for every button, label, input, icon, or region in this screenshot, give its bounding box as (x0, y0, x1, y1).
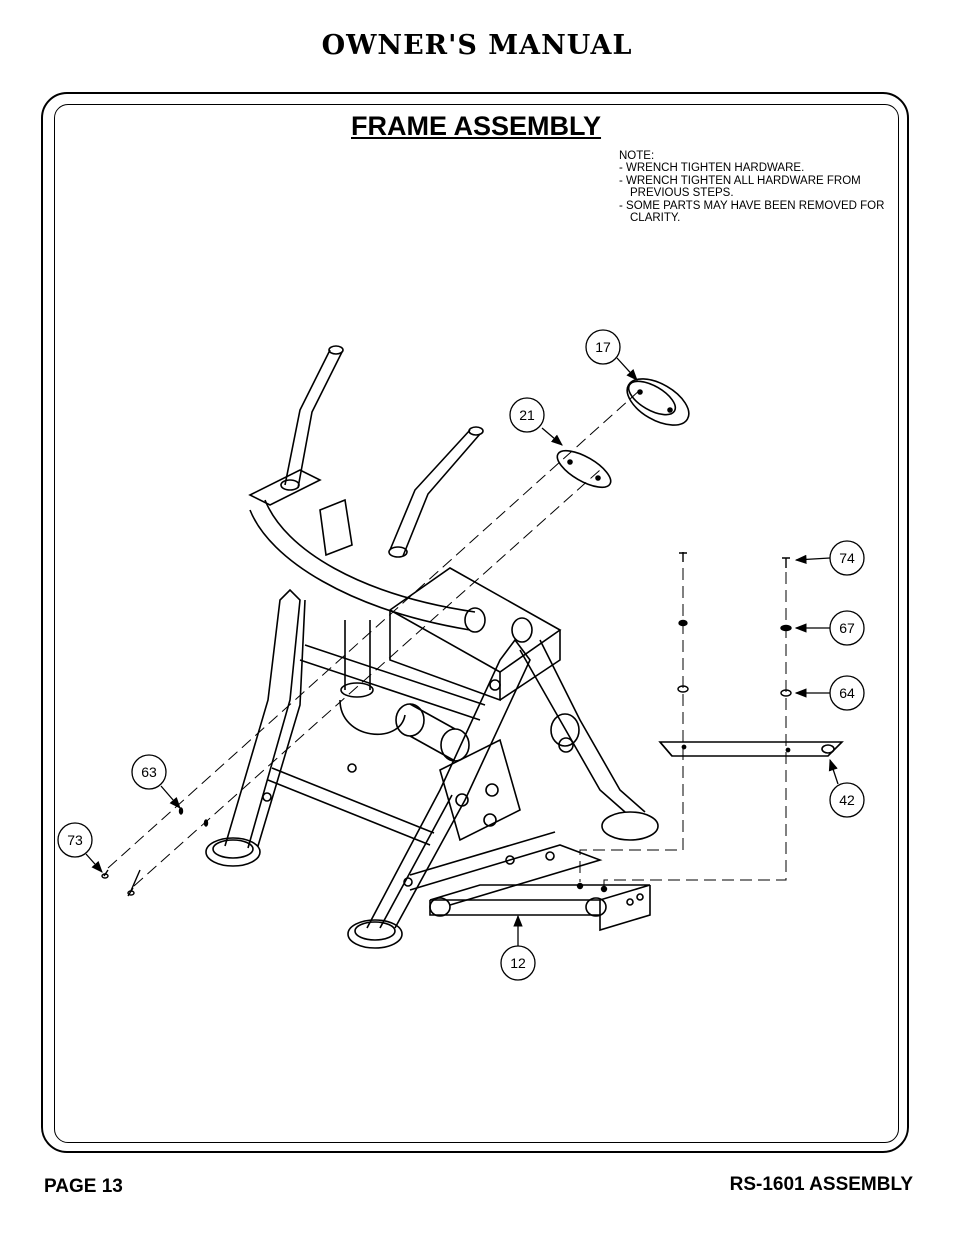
callout-63 (131, 754, 167, 790)
callout-label: 67 (839, 620, 855, 636)
callout-17 (585, 329, 621, 365)
callout-42 (829, 782, 865, 818)
end-cap-parts (556, 378, 690, 489)
callout-73 (57, 822, 93, 858)
page-header-title: OWNER'S MANUAL (321, 30, 633, 61)
note-heading: NOTE: (619, 150, 655, 162)
callout-bubbles (57, 329, 865, 981)
hardware-stack (101, 552, 792, 897)
section-title: FRAME ASSEMBLY (351, 111, 602, 141)
outer-border (41, 92, 909, 1153)
callout-label: 42 (839, 792, 855, 808)
mounting-plate-42 (658, 741, 844, 757)
callout-label: 17 (595, 339, 611, 355)
note-item: - SOME PARTS MAY HAVE BEEN REMOVED FOR C… (619, 199, 885, 225)
inner-border (54, 104, 899, 1143)
callout-leaders (85, 357, 839, 946)
page-number: PAGE 13 (44, 1176, 123, 1197)
callout-label: 74 (839, 550, 855, 566)
callout-label: 73 (67, 832, 83, 848)
assembly-guide-lines (107, 389, 787, 887)
callout-label: 12 (510, 955, 526, 971)
callout-label: 63 (141, 764, 157, 780)
note-item: - WRENCH TIGHTEN ALL HARDWARE FROM PREVI… (619, 174, 861, 200)
assembly-note: NOTE: - WRENCH TIGHTEN HARDWARE. - WRENC… (619, 150, 899, 224)
callout-21 (509, 397, 545, 433)
machine-frame-drawing (205, 345, 659, 949)
callout-label: 21 (519, 407, 535, 423)
note-item: - WRENCH TIGHTEN HARDWARE. (619, 162, 805, 175)
callout-label: 64 (839, 685, 855, 701)
document-name: RS-1601 ASSEMBLY (729, 1174, 913, 1195)
